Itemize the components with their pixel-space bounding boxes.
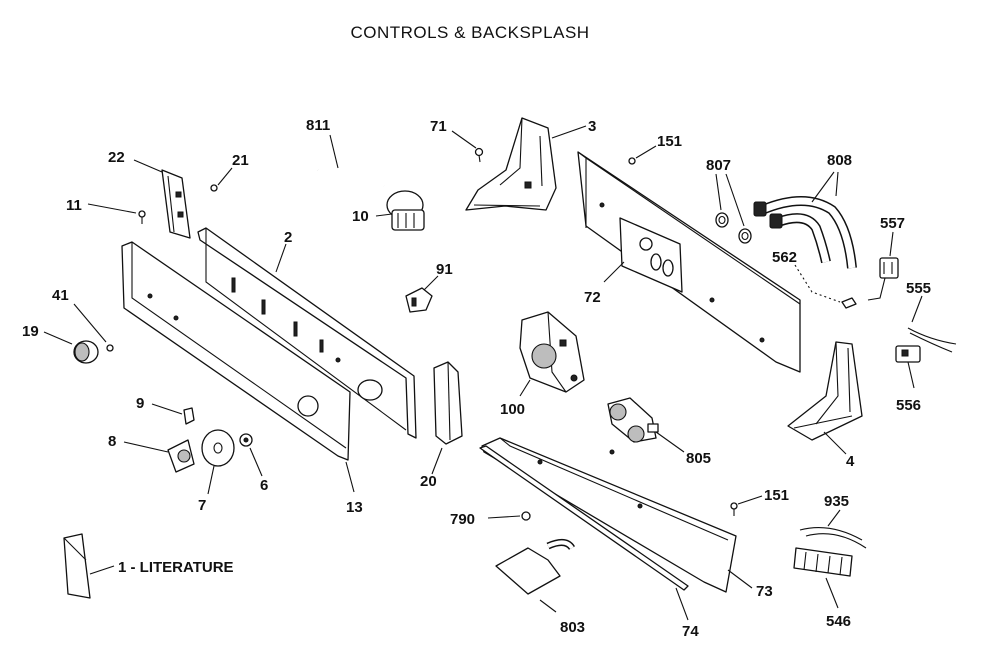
callout-6: 6 bbox=[260, 477, 268, 494]
part-4-end-cap bbox=[787, 341, 863, 455]
part-73-rear-cover bbox=[481, 437, 753, 593]
part-562-strain-relief bbox=[794, 264, 857, 309]
callout-546: 546 bbox=[826, 613, 851, 630]
callout-91: 91 bbox=[436, 261, 453, 278]
callout-13: 13 bbox=[346, 499, 363, 516]
part-19-knob bbox=[43, 331, 99, 364]
callout-807: 807 bbox=[706, 157, 731, 174]
part-20-end-cap bbox=[431, 361, 463, 475]
diagram-title: CONTROLS & BACKSPLASH bbox=[350, 23, 589, 42]
callout-100: 100 bbox=[500, 401, 525, 418]
part-74-strip bbox=[479, 445, 689, 621]
callout-555: 555 bbox=[906, 280, 931, 297]
callout-19: 19 bbox=[22, 323, 39, 340]
part-808-fill-hoses bbox=[753, 171, 857, 269]
callout-803: 803 bbox=[560, 619, 585, 636]
part-556-connector bbox=[895, 345, 921, 389]
part-8-knob bbox=[123, 439, 195, 473]
callout-74: 74 bbox=[682, 623, 699, 640]
callout-811: 811 bbox=[306, 117, 330, 134]
literature-booklet bbox=[63, 533, 115, 599]
callout-4: 4 bbox=[846, 453, 855, 470]
callout-9: 9 bbox=[136, 395, 144, 412]
callout-556: 556 bbox=[896, 397, 921, 414]
callout-71: 71 bbox=[430, 118, 447, 135]
callout-21: 21 bbox=[232, 152, 249, 169]
part-10-pressure-switch bbox=[375, 190, 425, 231]
callout-151-top: 151 bbox=[657, 133, 682, 150]
part-13-control-panel-front bbox=[121, 241, 383, 493]
part-151-screw-top bbox=[628, 145, 657, 165]
callout-562: 562 bbox=[772, 249, 797, 266]
callout-20: 20 bbox=[420, 473, 437, 490]
part-6-nut bbox=[239, 433, 263, 477]
part-935-wires bbox=[799, 509, 867, 549]
part-555-wire bbox=[907, 295, 957, 353]
part-7-dial bbox=[201, 429, 235, 495]
callout-72: 72 bbox=[584, 289, 601, 306]
part-22-side-bracket bbox=[133, 159, 191, 239]
callout-805: 805 bbox=[686, 450, 711, 467]
part-546-terminal-block bbox=[793, 547, 853, 609]
callout-73: 73 bbox=[756, 583, 773, 600]
literature-label: 1 - LITERATURE bbox=[118, 559, 234, 576]
part-807-washers bbox=[715, 173, 752, 244]
callout-8: 8 bbox=[108, 433, 116, 450]
part-811-hose bbox=[317, 134, 385, 189]
part-790-clip bbox=[487, 511, 531, 521]
part-91-switch bbox=[405, 275, 439, 313]
callout-808: 808 bbox=[827, 152, 852, 169]
part-71-screw bbox=[451, 130, 484, 163]
callout-935: 935 bbox=[824, 493, 849, 510]
callout-labels: 811 71 3 151 807 808 22 21 11 10 2 557 5… bbox=[22, 117, 931, 640]
part-557-power-cord bbox=[867, 231, 899, 301]
part-2-control-panel-inner bbox=[197, 227, 417, 439]
callout-41: 41 bbox=[52, 287, 69, 304]
callout-3: 3 bbox=[588, 118, 596, 135]
callout-22: 22 bbox=[108, 149, 125, 166]
part-805-water-valve bbox=[607, 397, 685, 453]
callout-11: 11 bbox=[66, 197, 82, 214]
part-151-screw-bottom bbox=[730, 495, 763, 516]
callout-7: 7 bbox=[198, 497, 206, 514]
part-9-clip bbox=[151, 403, 195, 425]
part-803-fitting bbox=[495, 539, 575, 613]
callout-2: 2 bbox=[284, 229, 292, 246]
part-21-screw bbox=[210, 167, 233, 192]
part-11-screw bbox=[87, 203, 146, 224]
part-3-bracket bbox=[465, 117, 587, 211]
callout-557: 557 bbox=[880, 215, 905, 232]
callout-790: 790 bbox=[450, 511, 475, 528]
part-72-backsplash-panel bbox=[577, 151, 801, 373]
callout-151-bottom: 151 bbox=[764, 487, 789, 504]
part-41-knob-insert bbox=[73, 303, 114, 352]
part-100-timer bbox=[519, 311, 585, 397]
callout-10: 10 bbox=[352, 208, 369, 225]
